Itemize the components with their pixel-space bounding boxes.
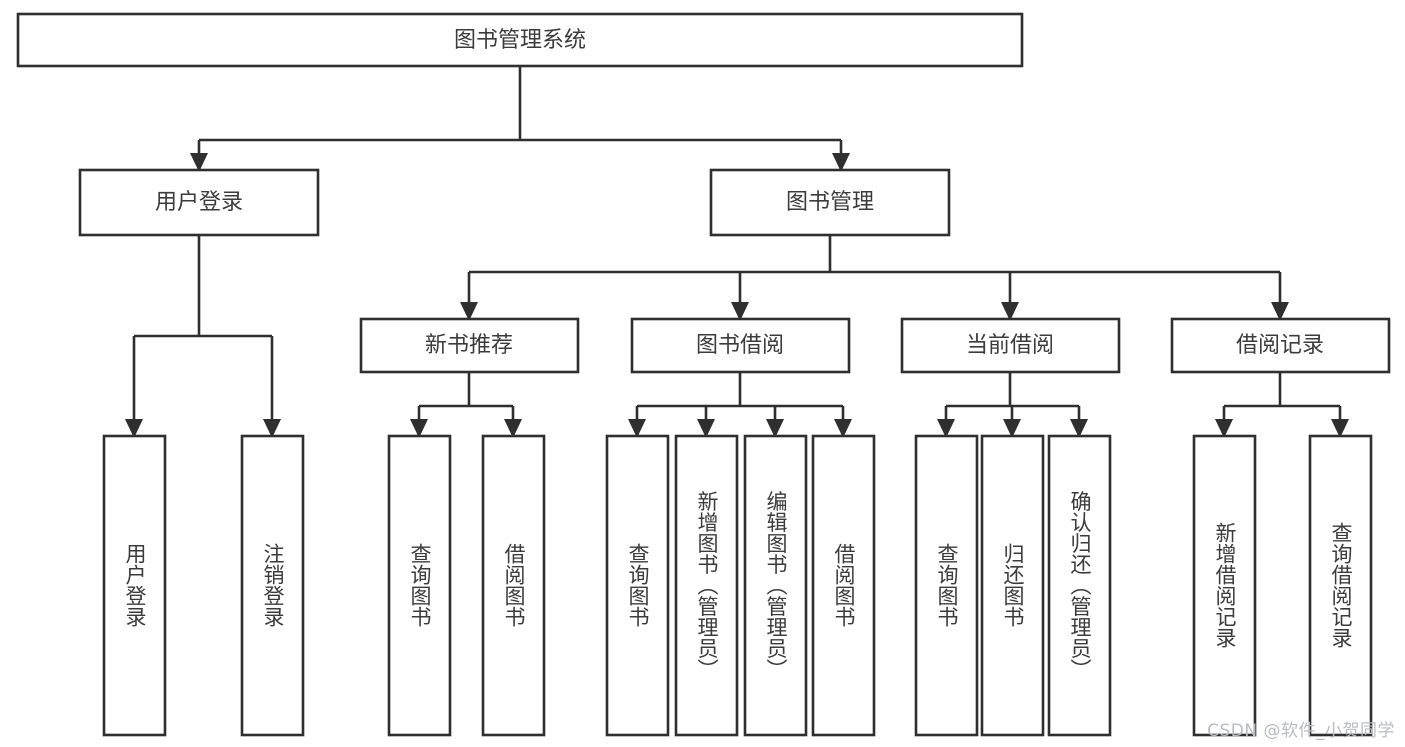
node-leaf-query-book-1[interactable]: 查询图书 <box>387 434 452 737</box>
node-leaf-logout-label: 注销登录 <box>261 543 285 627</box>
node-root-box[interactable] <box>16 12 1024 68</box>
node-new-book-rec-label: 新书推荐 <box>425 333 513 358</box>
node-leaf-user-login-box[interactable] <box>102 434 167 737</box>
node-book-manage-label: 图书管理 <box>786 190 874 215</box>
node-book-borrow-box[interactable] <box>630 317 851 374</box>
node-leaf-query-book-3-label: 查询图书 <box>935 543 959 627</box>
node-borrow-record-label: 借阅记录 <box>1236 333 1324 358</box>
node-user-login-label: 用户登录 <box>155 190 243 215</box>
connectors-book-manage-to-level2 <box>460 235 1289 321</box>
node-leaf-add-record-label: 新增借阅记录 <box>1213 522 1237 648</box>
node-book-manage[interactable]: 图书管理 <box>709 168 951 237</box>
node-leaf-user-login-label: 用户登录 <box>123 543 147 627</box>
node-leaf-edit-book-box[interactable] <box>743 434 808 737</box>
node-current-borrow-label: 当前借阅 <box>966 333 1054 358</box>
node-leaf-query-record-label: 查询借阅记录 <box>1329 522 1353 648</box>
connectors-user-login-to-leaves <box>125 235 281 438</box>
node-book-borrow-label: 图书借阅 <box>696 333 784 358</box>
node-leaf-query-book-3-box[interactable] <box>914 434 979 737</box>
node-borrow-record-box[interactable] <box>1170 317 1391 374</box>
node-leaf-add-record-box[interactable] <box>1192 434 1257 737</box>
node-leaf-return-book-box[interactable] <box>980 434 1045 737</box>
node-leaf-add-book[interactable]: 新增图书（管理员） <box>674 434 739 737</box>
node-new-book-rec-box[interactable] <box>359 317 580 374</box>
node-leaf-borrow-book-1-box[interactable] <box>481 434 546 737</box>
node-leaf-borrow-book-1-label: 借阅图书 <box>502 543 526 627</box>
node-current-borrow-box[interactable] <box>900 317 1121 374</box>
node-leaf-add-record[interactable]: 新增借阅记录 <box>1192 434 1257 737</box>
node-leaf-edit-book[interactable]: 编辑图书（管理员） <box>743 434 808 737</box>
connectors-root-to-level1 <box>190 67 850 172</box>
connectors-new-book-rec-to-leaves <box>410 372 522 438</box>
node-leaf-query-book-1-label: 查询图书 <box>408 543 432 627</box>
node-leaf-edit-book-label: 编辑图书（管理员） <box>764 491 788 680</box>
node-user-login-box[interactable] <box>78 168 320 237</box>
node-leaf-return-book-label: 归还图书 <box>1001 543 1025 627</box>
node-new-book-rec[interactable]: 新书推荐 <box>359 317 580 374</box>
node-leaf-query-book-2-label: 查询图书 <box>626 543 650 627</box>
node-leaf-user-login[interactable]: 用户登录 <box>102 434 167 737</box>
node-leaf-borrow-book-1[interactable]: 借阅图书 <box>481 434 546 737</box>
node-leaf-borrow-book-2-box[interactable] <box>811 434 876 737</box>
connectors-current-borrow-to-leaves <box>937 372 1088 438</box>
node-leaf-borrow-book-2[interactable]: 借阅图书 <box>811 434 876 737</box>
node-leaf-return-book[interactable]: 归还图书 <box>980 434 1045 737</box>
node-user-login[interactable]: 用户登录 <box>78 168 320 237</box>
node-leaf-query-record[interactable]: 查询借阅记录 <box>1308 434 1373 737</box>
connectors-borrow-record-to-leaves <box>1215 372 1349 438</box>
node-leaf-add-book-box[interactable] <box>674 434 739 737</box>
node-borrow-record[interactable]: 借阅记录 <box>1170 317 1391 374</box>
node-leaf-logout[interactable]: 注销登录 <box>240 434 305 737</box>
node-current-borrow[interactable]: 当前借阅 <box>900 317 1121 374</box>
node-leaf-query-record-box[interactable] <box>1308 434 1373 737</box>
node-leaf-borrow-book-2-label: 借阅图书 <box>832 543 856 627</box>
node-leaf-confirm-return-box[interactable] <box>1047 434 1112 737</box>
node-leaf-query-book-2-box[interactable] <box>605 434 670 737</box>
node-leaf-query-book-1-box[interactable] <box>387 434 452 737</box>
node-leaf-confirm-return-label: 确认归还（管理员） <box>1068 491 1092 680</box>
node-book-borrow[interactable]: 图书借阅 <box>630 317 851 374</box>
node-leaf-add-book-label: 新增图书（管理员） <box>695 491 719 680</box>
node-leaf-query-book-2[interactable]: 查询图书 <box>605 434 670 737</box>
node-root-label: 图书管理系统 <box>454 28 586 53</box>
node-root[interactable]: 图书管理系统 <box>16 12 1024 68</box>
connectors-book-borrow-to-leaves <box>628 372 852 438</box>
node-leaf-logout-box[interactable] <box>240 434 305 737</box>
node-leaf-query-book-3[interactable]: 查询图书 <box>914 434 979 737</box>
node-book-manage-box[interactable] <box>709 168 951 237</box>
node-leaf-confirm-return[interactable]: 确认归还（管理员） <box>1047 434 1112 737</box>
